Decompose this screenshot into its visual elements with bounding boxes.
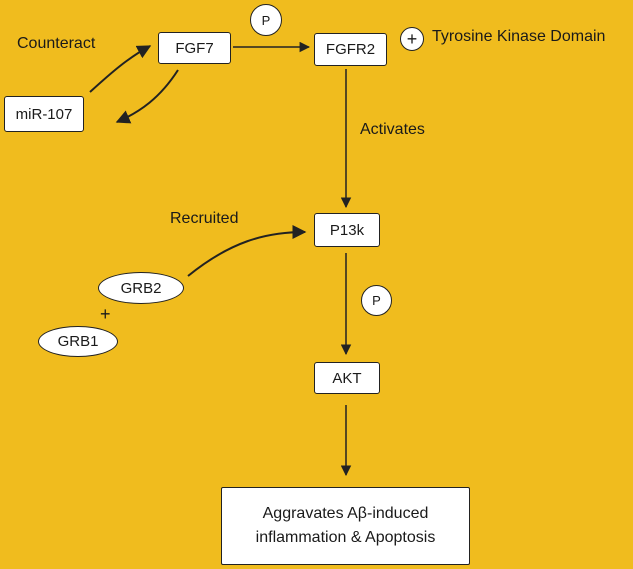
grb-plus-sign: + — [100, 304, 111, 324]
outcome-line-2: inflammation & Apoptosis — [255, 529, 436, 546]
recruited-label: Recruited — [170, 210, 239, 227]
grb2-oval: GRB2 — [98, 272, 184, 304]
p13k-node: P13k — [314, 213, 380, 247]
tyrosine-kinase-label: Tyrosine Kinase Domain — [432, 28, 606, 45]
arrow-mir107-to-fgf7 — [89, 45, 152, 93]
phosphorylation-circle-top: P — [250, 4, 282, 36]
activates-label: Activates — [360, 121, 425, 138]
mir107-node: miR-107 — [4, 96, 84, 132]
akt-node: AKT — [314, 362, 380, 394]
grb1-oval: GRB1 — [38, 326, 118, 357]
outcome-line-1: Aggravates Aβ-induced — [262, 505, 429, 522]
outcome-box: Aggravates Aβ-induced inflammation & Apo… — [221, 487, 470, 565]
counteract-label: Counteract — [17, 35, 96, 52]
plus-circle: + — [400, 27, 424, 51]
fgf7-node: FGF7 — [158, 32, 231, 64]
fgfr2-node: FGFR2 — [314, 33, 387, 66]
phosphorylation-circle-mid: P — [361, 285, 392, 316]
arrow-fgf7-to-mir107 — [115, 69, 179, 124]
arrow-grb2-to-p13k — [187, 225, 307, 277]
